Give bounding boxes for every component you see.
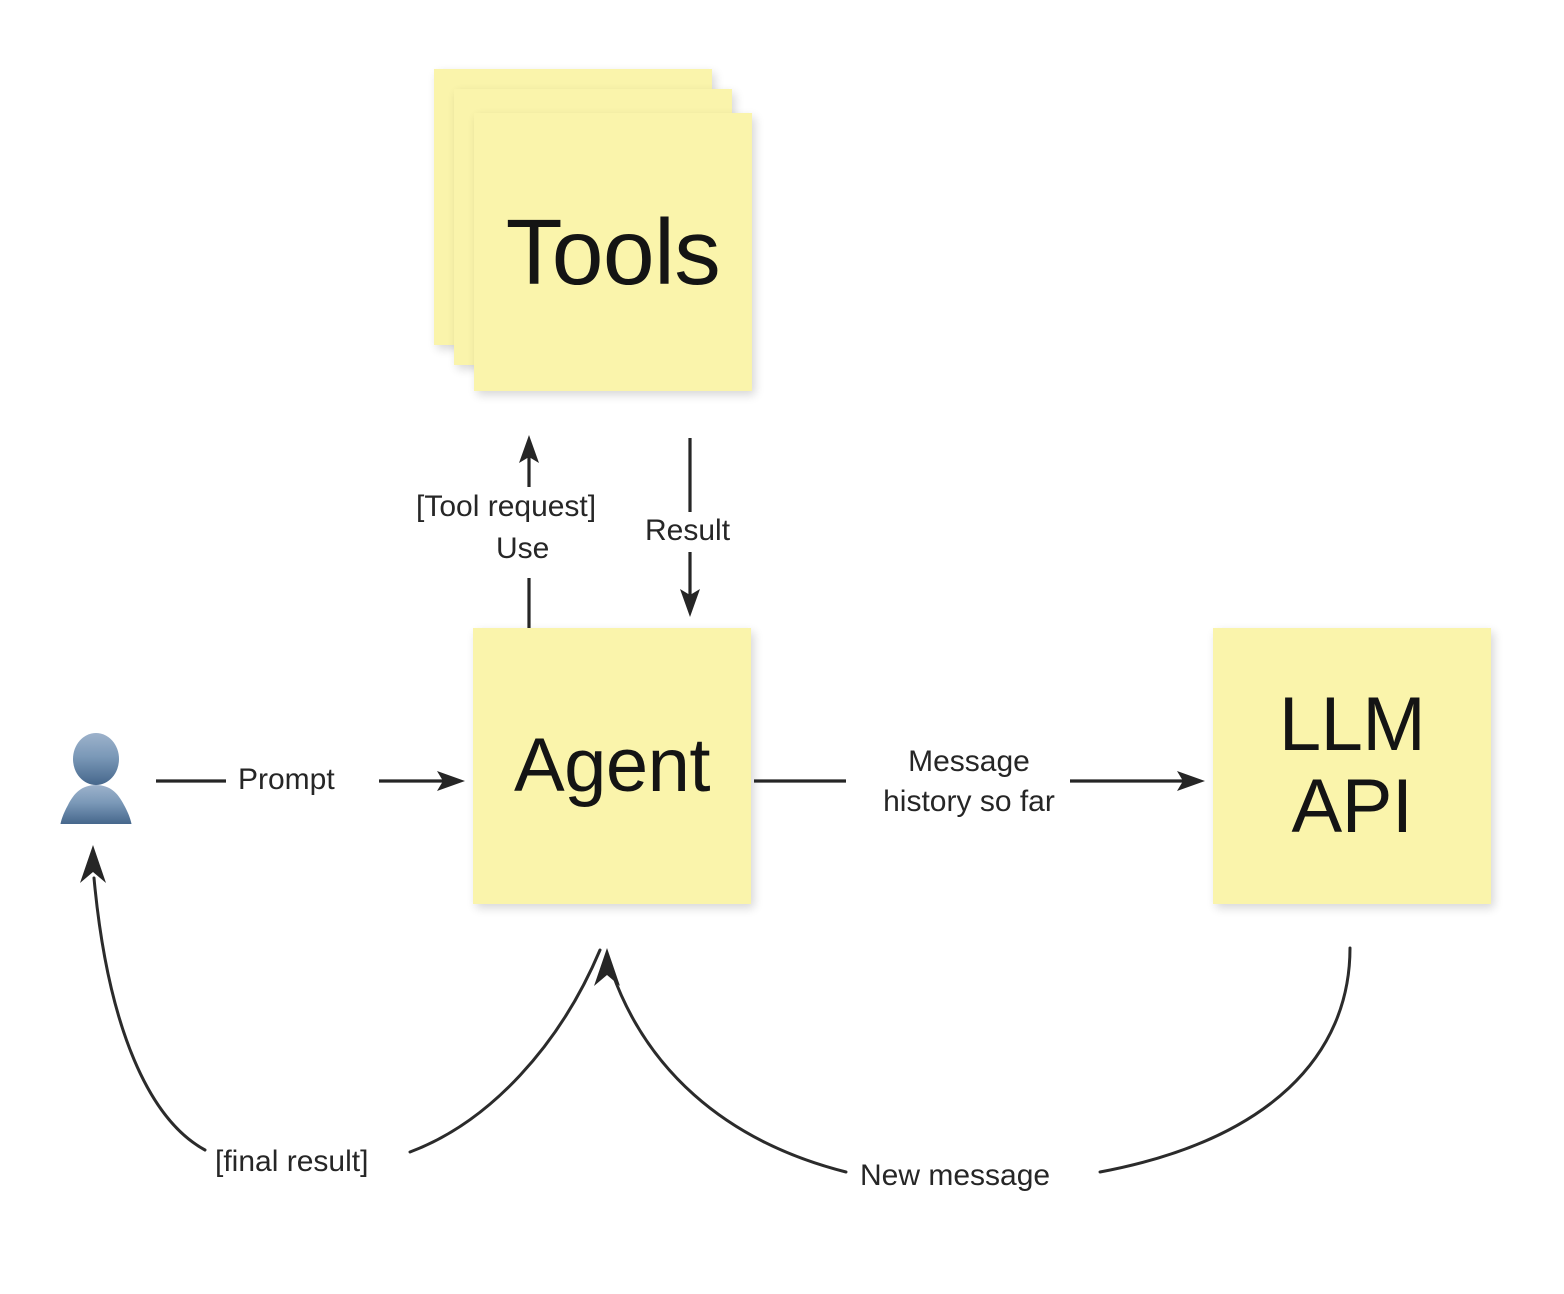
edge-label-message-history: Message history so far: [883, 745, 1055, 818]
llm-api-label: LLM API: [1278, 681, 1426, 849]
edge-label-new-message: New message: [860, 1159, 1051, 1192]
user-avatar[interactable]: [52, 733, 140, 825]
edge-label-use: Use: [496, 532, 550, 565]
agent-label: Agent: [513, 722, 711, 808]
tools-node[interactable]: Tools: [474, 113, 752, 391]
person-icon: [60, 733, 132, 824]
edge-label-prompt: Prompt: [238, 763, 335, 796]
edge-llm-to-agent: [594, 946, 1352, 1174]
agent-node[interactable]: Agent: [473, 628, 751, 904]
edge-label-final-result: [final result]: [215, 1145, 369, 1178]
edge-label-tool-request: [Tool request]: [416, 490, 597, 523]
edge-label-result: Result: [645, 514, 731, 547]
llm-api-node[interactable]: LLM API: [1213, 628, 1491, 904]
tools-label: Tools: [505, 199, 721, 304]
